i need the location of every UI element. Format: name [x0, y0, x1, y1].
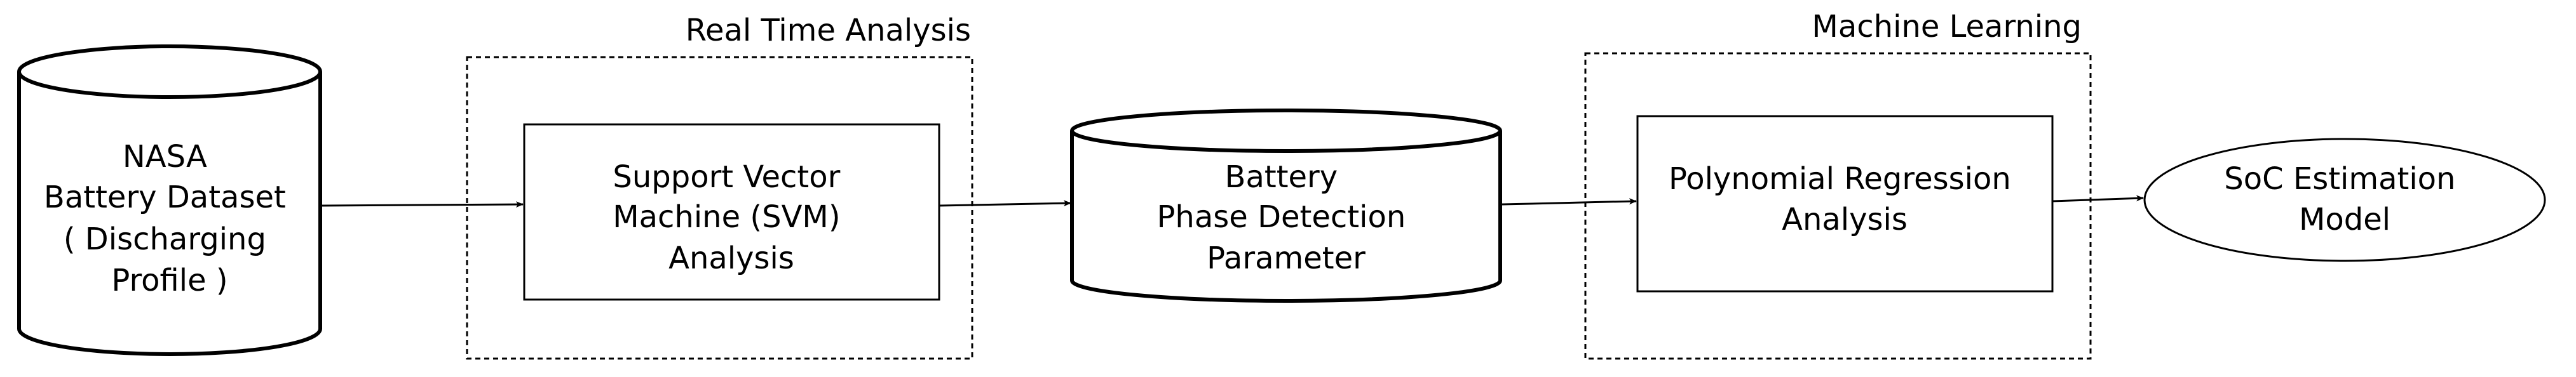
dataset-label: NASA Battery Dataset ( Discharging Profi… [44, 139, 295, 298]
phase-label: Battery Phase Detection Parameter [1156, 159, 1415, 276]
real-time-analysis-group [466, 56, 973, 360]
phase-detection-cylinder [1070, 109, 1502, 303]
dataset-label-line-3: ( Discharging [64, 222, 266, 257]
svm-label-line-3: Analysis [668, 241, 794, 276]
edge-phase-to-regression [1502, 198, 1637, 206]
svm-analysis-box [523, 123, 940, 301]
dataset-label-line-4: Profile ) [111, 263, 227, 298]
machine-learning-label: Machine Learning [1812, 9, 2082, 44]
soc-estimation-ellipse [2143, 138, 2546, 262]
edge-dataset-to-svm [320, 201, 524, 208]
dataset-label-line-1: NASA [123, 139, 207, 175]
phase-label-line-1: Battery [1225, 159, 1338, 195]
regression-label-line-2: Analysis [1782, 202, 1908, 237]
regression-label: Polynomial Regression Analysis [1669, 161, 2021, 237]
svm-label: Support Vector Machine (SVM) Analysis [613, 159, 850, 276]
soc-label-line-1: SoC Estimation [2224, 161, 2455, 197]
regression-label-line-1: Polynomial Regression [1669, 161, 2011, 197]
real-time-analysis-label: Real Time Analysis [686, 13, 971, 48]
phase-label-line-3: Parameter [1207, 241, 1366, 276]
edge-regression-to-soc [2052, 195, 2144, 202]
svm-label-line-2: Machine (SVM) [613, 199, 840, 235]
soc-label-line-2: Model [2299, 202, 2390, 237]
phase-label-line-2: Phase Detection [1156, 199, 1406, 235]
regression-analysis-box [1636, 115, 2054, 293]
svm-label-line-1: Support Vector [613, 159, 840, 195]
nasa-dataset-cylinder [17, 44, 322, 356]
machine-learning-group [1584, 52, 2092, 360]
soc-label: SoC Estimation Model [2224, 161, 2465, 237]
edge-svm-to-phase [939, 200, 1071, 207]
dataset-label-line-2: Battery Dataset [44, 180, 286, 215]
